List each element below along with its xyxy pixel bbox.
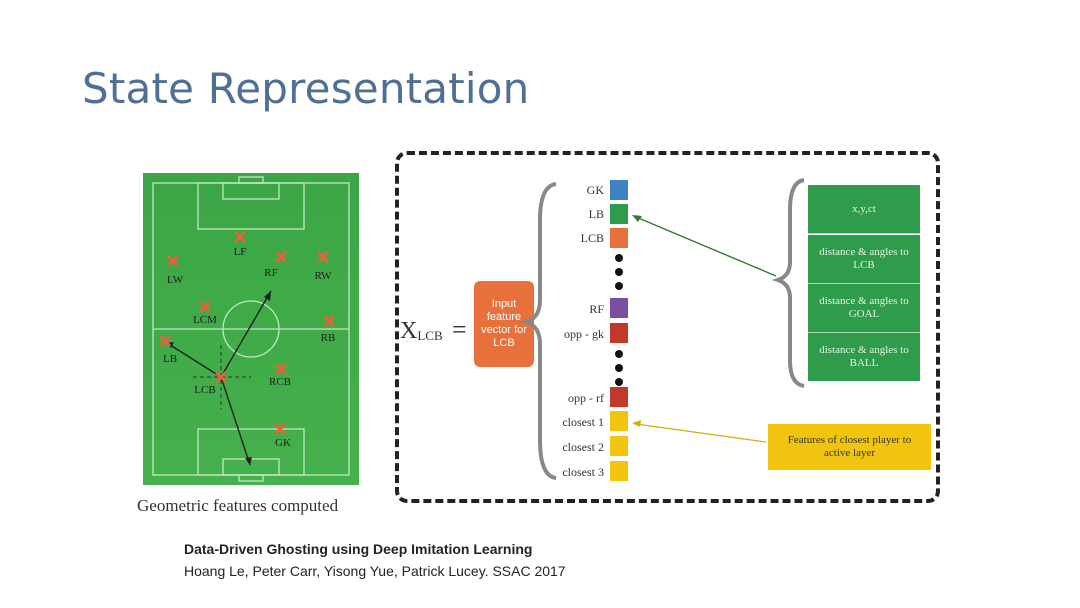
vector-to-goal: [220, 376, 251, 466]
descriptor-xy-label: x,y,ct: [852, 202, 876, 215]
input-feature-box: Input feature vector for LCB: [474, 281, 534, 367]
closest-player-note-label: Features of closest player to active lay…: [787, 434, 912, 459]
feature-vector-panel: [395, 151, 940, 503]
slide-title: State Representation: [82, 64, 530, 113]
descriptor-ball-label: distance & angles to BALL: [819, 344, 909, 369]
feature-cell-opp-gk: [610, 323, 628, 343]
feature-cell-closest-1: [610, 411, 628, 431]
vector-to-lb: [166, 342, 222, 378]
player-marker-rcb: [275, 363, 287, 375]
feature-cell-rf: [610, 298, 628, 318]
ellipsis-dot: [615, 364, 623, 372]
ellipsis-dot: [615, 378, 623, 386]
feature-cell-closest-2: [610, 436, 628, 456]
pitch-caption: Geometric features computed: [137, 496, 339, 515]
descriptor-ball: distance & angles to BALL: [808, 333, 920, 381]
divider: [808, 233, 920, 234]
equation-variable: XLCB: [400, 318, 443, 345]
equals-sign: =: [452, 315, 467, 344]
feature-cell-lb: [610, 204, 628, 224]
player-marker-rb: [323, 315, 335, 327]
descriptor-lcb: distance & angles to LCB: [808, 235, 920, 283]
ellipsis-dot: [615, 268, 623, 276]
feature-cell-lcb: [610, 228, 628, 248]
feature-label-opp-gk: opp - gk: [564, 327, 604, 341]
player-label-lcm: LCM: [193, 314, 217, 326]
arrow-to-lb: [635, 216, 777, 277]
player-label-lcb: LCB: [194, 384, 215, 396]
descriptor-goal-label: distance & angles to GOAL: [819, 295, 909, 320]
vectors: [166, 290, 272, 466]
feature-label-opp-rf: opp - rf: [568, 391, 604, 405]
vector-to-rf: [220, 290, 272, 378]
descriptor-goal: distance & angles to GOAL: [808, 284, 920, 332]
player-label-rw: RW: [314, 270, 332, 282]
feature-label-closest-3: closest 3: [562, 465, 604, 479]
ellipsis-dot: [615, 350, 623, 358]
player-label-rcb: RCB: [269, 376, 291, 388]
player-marker-gk: [274, 423, 286, 435]
feature-label-gk: GK: [586, 183, 604, 197]
soccer-pitch-diagram: LF RF RW LW LCM RB LB LCB RCB GK: [143, 173, 359, 485]
arrowhead: [245, 457, 252, 465]
player-marker-rf: [275, 251, 287, 263]
player-label-lb: LB: [163, 353, 177, 365]
input-feature-label: Input feature vector for LCB: [481, 298, 527, 349]
ellipsis-dot: [615, 282, 623, 290]
player-marker-lb: [159, 335, 171, 347]
closest-player-note: Features of closest player to active lay…: [768, 424, 931, 470]
ellipsis-dot: [615, 254, 623, 262]
feature-label-lb: LB: [588, 207, 604, 221]
player-marker-lcb: [215, 371, 227, 383]
player-label-rf: RF: [264, 267, 277, 279]
feature-label-lcb: LCB: [580, 231, 604, 245]
player-marker-rw: [317, 251, 329, 263]
divider: [808, 332, 920, 333]
feature-label-closest-2: closest 2: [562, 440, 604, 454]
left-brace: [518, 182, 557, 480]
arrowhead-lb: [632, 215, 642, 222]
feature-cell-gk: [610, 180, 628, 200]
arrowhead: [264, 291, 271, 301]
player-marker-lcm: [199, 301, 211, 313]
pitch-lines: [152, 176, 350, 482]
divider: [808, 283, 920, 284]
variable-x: X: [400, 318, 418, 344]
feature-label-rf: RF: [589, 302, 604, 316]
feature-cell-opp-rf: [610, 387, 628, 407]
player-label-lw: LW: [167, 274, 184, 286]
feature-cell-closest-3: [610, 461, 628, 481]
player-label-gk: GK: [275, 437, 291, 449]
variable-subscript: LCB: [417, 328, 443, 343]
right-brace: [771, 178, 805, 388]
reference-title: Data-Driven Ghosting using Deep Imitatio…: [184, 541, 533, 557]
reference-authors: Hoang Le, Peter Carr, Yisong Yue, Patric…: [184, 563, 566, 579]
feature-label-closest-1: closest 1: [562, 415, 604, 429]
player-marker-lw: [167, 255, 179, 267]
player-label-rb: RB: [321, 332, 336, 344]
player-marker-lf: [234, 231, 246, 243]
arrowhead-closest: [632, 420, 641, 427]
arrow-to-closest: [635, 423, 767, 443]
descriptor-lcb-label: distance & angles to LCB: [819, 246, 909, 271]
player-label-lf: LF: [234, 246, 247, 258]
descriptor-xy: x,y,ct: [808, 185, 920, 233]
